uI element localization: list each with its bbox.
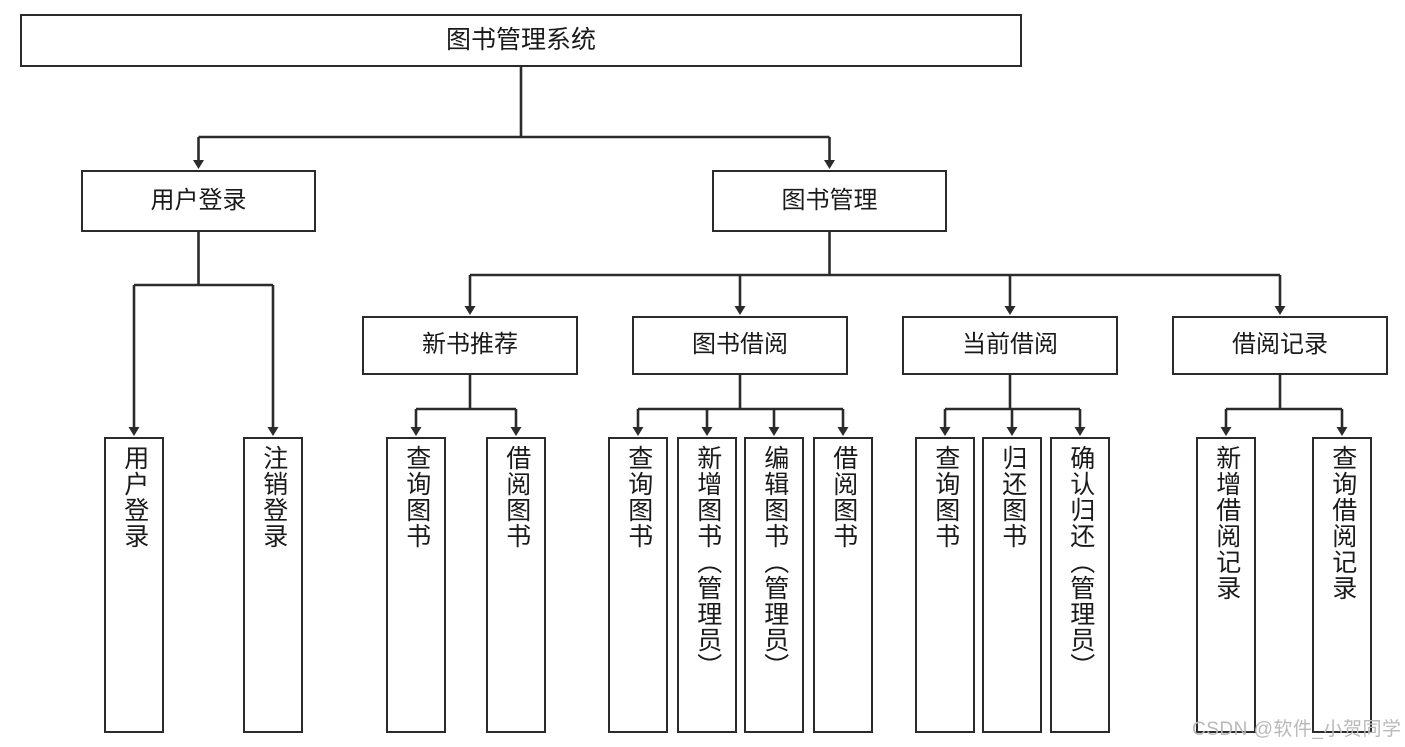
node-label: 借阅记录 <box>1232 331 1328 359</box>
node-borrow-record[interactable]: 借阅记录 <box>1172 316 1388 375</box>
node-label: 图书借阅 <box>692 331 788 359</box>
node-label: 查询图书 <box>931 445 960 549</box>
node-label: 新增借阅记录 <box>1212 445 1241 601</box>
node-leaf-borrow-book-1[interactable]: 借阅图书 <box>486 437 546 733</box>
node-leaf-return-book[interactable]: 归还图书 <box>982 437 1042 733</box>
node-label: 当前借阅 <box>962 331 1058 359</box>
node-label: 新增图书（管理员） <box>693 445 722 679</box>
node-label: 查询图书 <box>624 445 653 549</box>
node-root[interactable]: 图书管理系统 <box>20 14 1022 67</box>
node-leaf-confirm-return[interactable]: 确认归还（管理员） <box>1050 437 1110 733</box>
node-book-management[interactable]: 图书管理 <box>712 170 947 232</box>
node-new-book-recommend[interactable]: 新书推荐 <box>362 316 578 375</box>
node-leaf-add-borrow-record[interactable]: 新增借阅记录 <box>1196 437 1256 733</box>
node-label: 编辑图书（管理员） <box>760 445 789 679</box>
node-leaf-query-book-1[interactable]: 查询图书 <box>386 437 446 733</box>
node-leaf-add-book[interactable]: 新增图书（管理员） <box>677 437 737 733</box>
node-leaf-query-book-2[interactable]: 查询图书 <box>608 437 668 733</box>
node-leaf-user-login[interactable]: 用户登录 <box>104 437 164 733</box>
node-current-borrow[interactable]: 当前借阅 <box>902 316 1118 375</box>
node-label: 注销登录 <box>259 445 288 549</box>
node-leaf-query-borrow-record[interactable]: 查询借阅记录 <box>1312 437 1372 733</box>
node-leaf-query-book-3[interactable]: 查询图书 <box>915 437 975 733</box>
node-book-borrow[interactable]: 图书借阅 <box>632 316 848 375</box>
node-label: 用户登录 <box>120 445 149 549</box>
node-label: 新书推荐 <box>422 331 518 359</box>
node-leaf-edit-book[interactable]: 编辑图书（管理员） <box>744 437 804 733</box>
node-leaf-borrow-book-2[interactable]: 借阅图书 <box>813 437 873 733</box>
node-label: 图书管理 <box>781 186 878 214</box>
node-label: 查询借阅记录 <box>1328 445 1357 601</box>
node-label: 图书管理系统 <box>445 25 596 54</box>
node-label: 借阅图书 <box>829 445 858 549</box>
node-label: 归还图书 <box>998 445 1027 549</box>
node-label: 查询图书 <box>402 445 431 549</box>
node-label: 用户登录 <box>150 186 247 214</box>
node-label: 确认归还（管理员） <box>1066 445 1095 679</box>
node-user-login[interactable]: 用户登录 <box>81 170 316 232</box>
node-label: 借阅图书 <box>502 445 531 549</box>
node-leaf-logout-login[interactable]: 注销登录 <box>243 437 303 733</box>
